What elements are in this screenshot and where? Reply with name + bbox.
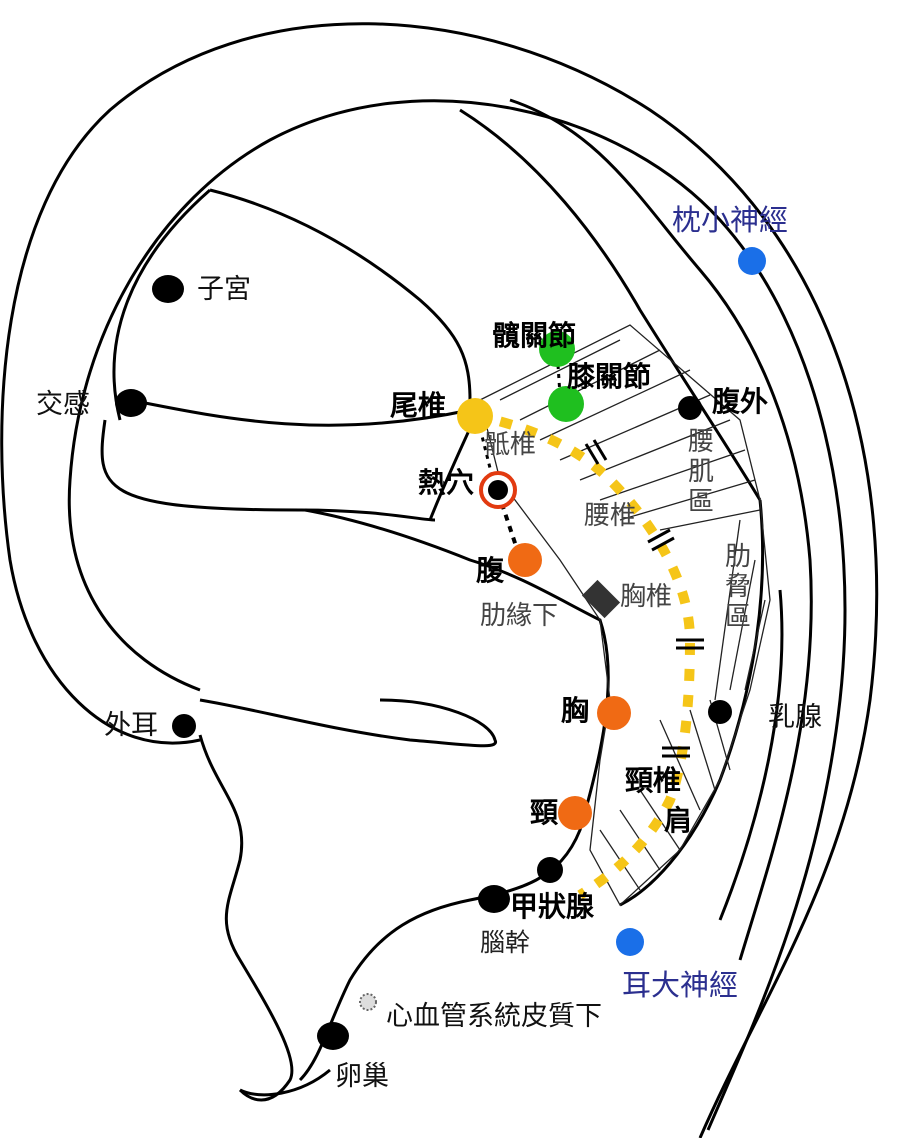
point-kuan-guanjie (539, 331, 575, 367)
label-yao-ji-qu-char: 區 (688, 487, 714, 517)
spine-dashed-path (473, 410, 696, 900)
label-weizhui: 尾椎 (390, 389, 446, 422)
label-yao-ji-qu-char: 肌 (688, 457, 714, 487)
antihelix-upper (459, 108, 762, 501)
label-xiong-ji-qu-char: 區 (725, 602, 751, 632)
label-ruxian: 乳腺 (768, 702, 822, 733)
inner-helix (67, 99, 847, 1131)
points (115, 247, 766, 1050)
spine-tick-marks (584, 439, 704, 758)
point-jiaogan (115, 389, 147, 417)
point-weizhui (457, 398, 493, 434)
label-jiaogan: 交感 (36, 389, 90, 420)
label-zhenxiao-shenjing: 枕小神經 (672, 203, 788, 237)
label-jingzhui: 頸椎 (625, 764, 681, 797)
hatch-region-outline (479, 324, 771, 907)
label-xinxueguan: 心血管系統皮質下 (386, 1001, 602, 1032)
point-xinxueguan (359, 993, 377, 1011)
label-xi-guanjie: 膝關節 (566, 360, 651, 393)
point-xi-guanjie (548, 386, 584, 422)
label-naogan: 腦幹 (480, 928, 530, 957)
label-jing: 頸 (530, 796, 559, 829)
label-xiong: 胸 (561, 694, 589, 727)
scapha-line-2 (718, 589, 784, 921)
label-yao-ji-qu-char: 腰 (688, 427, 714, 457)
label-xiong-ji-qu: 肋脅區 (725, 542, 751, 632)
point-fuwai (678, 396, 702, 420)
label-jian: 肩 (664, 804, 692, 837)
point-waier (172, 714, 196, 738)
label-zigong: 子宮 (197, 274, 251, 305)
fossa-lower (129, 398, 471, 427)
label-erda-shenjing: 耳大神經 (622, 968, 738, 1002)
lobe-inner (239, 1068, 331, 1097)
point-jiazhuangxian-upper (537, 857, 563, 883)
labels: 子宮 交感 髖關節 膝關節 腹外 尾椎 骶椎 熱穴 腰椎 腹 胸椎 肋緣下 胸 … (36, 203, 822, 1092)
label-rexue: 熱穴 (418, 466, 474, 499)
label-luanchao: 卵巢 (335, 1061, 389, 1092)
point-rexue (488, 480, 508, 500)
label-xiong-ji-qu-char: 肋 (725, 542, 751, 572)
label-yao-ji-qu: 腰肌區 (688, 427, 714, 517)
antitragus (199, 698, 497, 748)
label-fu: 腹 (476, 554, 505, 587)
point-xiong (597, 696, 631, 730)
label-yaozhui: 腰椎 (584, 501, 636, 531)
label-xiong-ji-qu-char: 脅 (725, 572, 751, 602)
leiyuanxia-diamond-marker (581, 579, 621, 619)
scapha-line (509, 98, 813, 961)
label-xiongzhui: 胸椎 (620, 582, 672, 612)
label-jiazhuangxian: 甲狀腺 (510, 890, 595, 923)
fossa-top (209, 188, 472, 401)
label-fuwai: 腹外 (712, 385, 768, 418)
hatch-regions (479, 324, 771, 907)
point-zigong (152, 275, 184, 303)
label-dizhui: 骶椎 (484, 430, 536, 460)
point-zhenxiao-shenjing (738, 247, 766, 275)
point-naogan (478, 885, 510, 913)
concha-boundary (298, 508, 610, 1082)
point-jing (558, 796, 592, 830)
point-ruxian (708, 700, 732, 724)
fossa-left (112, 188, 211, 421)
earlobe (198, 734, 294, 1102)
label-leiyuanxia: 肋緣下 (480, 601, 558, 631)
outer-helix (0, 22, 879, 1138)
label-waier: 外耳 (104, 710, 158, 741)
point-luanchao (317, 1022, 349, 1050)
cymba-outline (100, 419, 436, 522)
label-kuan-guanjie: 髖關節 (492, 319, 576, 352)
point-erda-shenjing (616, 928, 644, 956)
point-fu (508, 543, 542, 577)
